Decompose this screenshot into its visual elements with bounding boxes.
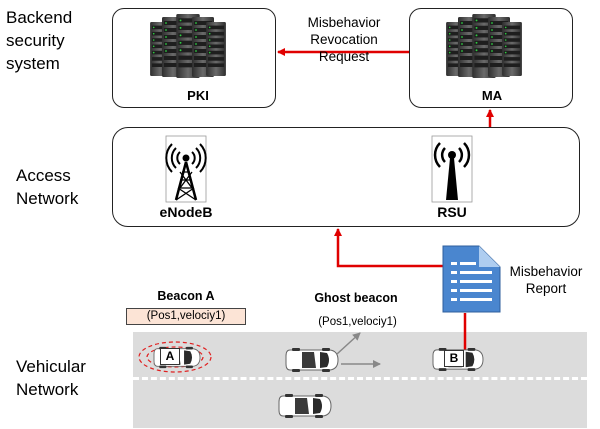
rsu-antenna-icon (431, 135, 473, 203)
enodeb-label: eNodeB (159, 204, 213, 220)
backend-layer-label: Backend security system (6, 6, 72, 75)
other-vehicle-car (278, 393, 332, 419)
access-layer-label: Access Network (16, 164, 78, 210)
ghost-vehicle-car (285, 347, 339, 373)
ghost-heading-arrow-up (336, 332, 361, 355)
pki-server-icon (150, 14, 226, 78)
beacon-a-title: Beacon A (157, 289, 215, 303)
lane-marking (133, 377, 587, 380)
backend-label-line: Backend (6, 8, 73, 27)
road (133, 332, 587, 428)
ghost-beacon-title: Ghost beacon (314, 291, 398, 305)
beacon-a-payload: (Pos1,velociy1) (126, 308, 246, 325)
vehicle-a-label: A (160, 348, 180, 365)
ma-label: MA (481, 88, 503, 103)
rsu-label: RSU (437, 204, 467, 220)
misbehavior-report-label: Misbehavior Report (500, 263, 592, 297)
ma-server-icon (446, 14, 522, 78)
vehicular-label-line: Network (16, 380, 79, 399)
backend-label-line: security (6, 31, 65, 50)
revocation-label-line: Misbehavior (307, 15, 381, 30)
report-to-rsu-arrow (334, 228, 443, 268)
document-icon (442, 245, 501, 313)
revocation-request-label: Misbehavior Revocation Request (284, 14, 404, 65)
access-label-line: Access (16, 166, 71, 185)
pki-label: PKI (187, 88, 209, 103)
report-label-line: Misbehavior (509, 264, 583, 279)
backend-label-line: system (6, 54, 60, 73)
vehicle-b-label: B (444, 350, 464, 367)
enodeb-tower-icon (165, 135, 207, 203)
report-label-line: Report (525, 281, 567, 296)
ghost-beacon-payload: (Pos1,velociy1) (318, 316, 397, 328)
access-label-line: Network (16, 189, 79, 208)
vehicular-label-line: Vehicular (16, 357, 86, 376)
revocation-label-line: Request (318, 49, 370, 64)
vehicular-layer-label: Vehicular Network (16, 355, 86, 401)
beacon-a-range-inner (146, 346, 204, 368)
revocation-label-line: Revocation (310, 32, 378, 47)
beacon-a-range-outer (138, 341, 212, 373)
